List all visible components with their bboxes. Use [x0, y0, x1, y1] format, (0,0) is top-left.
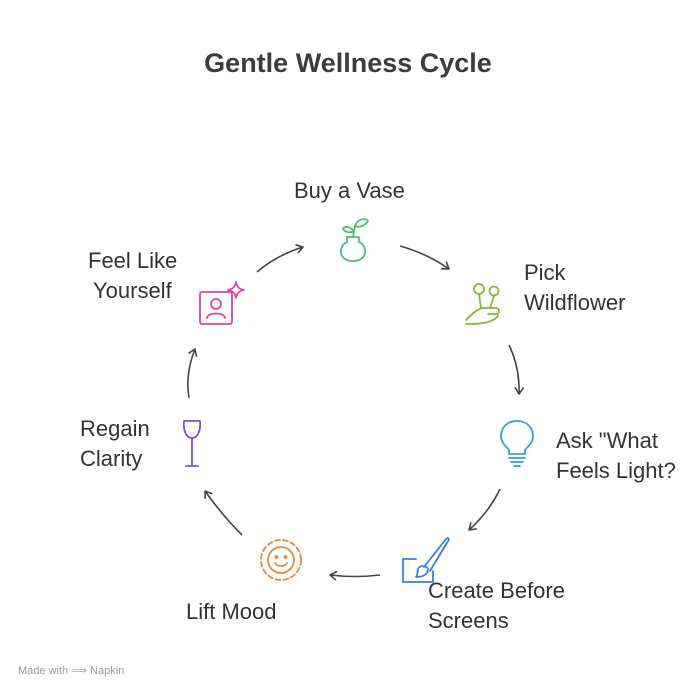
- step-label-buy-a-vase: Buy a Vase: [294, 178, 405, 203]
- paintbrush-icon: [402, 537, 450, 583]
- napkin-logo-icon: ⟹: [71, 665, 87, 677]
- profile-sparkle-icon: [199, 281, 245, 325]
- made-with-napkin-footer: Made with ⟹ Napkin: [18, 665, 125, 677]
- arrow-clarity-to-yourself: [187, 348, 198, 399]
- diagram-title: Gentle Wellness Cycle: [204, 48, 492, 78]
- step-label-ask-what-feels-light: Ask "What Feels Light?: [556, 428, 676, 483]
- arrow-mood-to-clarity: [204, 490, 243, 536]
- step-label-create-before-screens: Create Before Screens: [428, 578, 565, 633]
- step-label-lift-mood: Lift Mood: [186, 599, 277, 624]
- smiley-icon: [260, 539, 302, 581]
- step-label-feel-like-yourself: Feel Like Yourself: [88, 248, 178, 303]
- vase-icon: [340, 218, 369, 262]
- lightbulb-icon: [500, 420, 534, 467]
- step-label-regain-clarity: Regain Clarity: [80, 416, 150, 471]
- step-label-pick-wildflower: Pick Wildflower: [524, 260, 626, 315]
- arrow-vase-to-wildflower: [399, 245, 450, 270]
- arrow-yourself-to-vase: [256, 244, 304, 273]
- arrow-light-to-create: [468, 488, 501, 531]
- arrow-create-to-mood: [329, 570, 381, 581]
- hand-flower-icon: [465, 283, 500, 325]
- arrow-wildflower-to-light: [508, 344, 525, 395]
- wine-glass-icon: [182, 420, 202, 467]
